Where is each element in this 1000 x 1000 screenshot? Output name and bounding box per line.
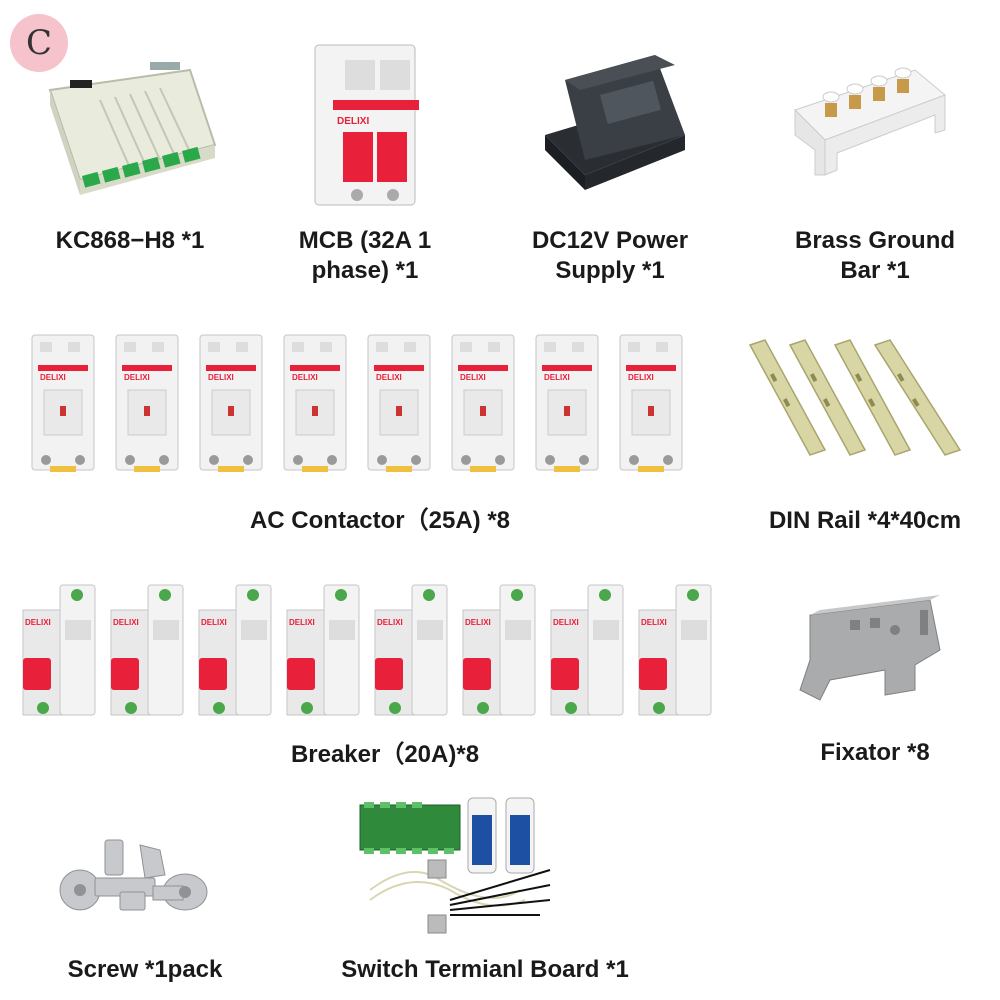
breaker-icon: DELIXI bbox=[198, 584, 272, 716]
fixator-image bbox=[790, 590, 950, 710]
breaker-unit: DELIXI bbox=[631, 580, 715, 725]
power-supply-icon bbox=[545, 55, 685, 190]
svg-text:DELIXI: DELIXI bbox=[113, 618, 139, 627]
ground-bar-label: Brass Ground Bar *1 bbox=[794, 227, 956, 284]
switch-terminal-board-image bbox=[350, 790, 570, 940]
svg-text:DELIXI: DELIXI bbox=[208, 373, 234, 382]
breaker-label: Breaker（20A)*8 bbox=[290, 741, 480, 768]
ac-contactor-unit: DELIXI bbox=[442, 330, 522, 475]
ac-contactor-unit: DELIXI bbox=[190, 330, 270, 475]
mcb-image: DELIXI bbox=[305, 40, 425, 210]
ac-contactor-icon: DELIXI bbox=[31, 334, 95, 472]
ac-contactor-unit: DELIXI bbox=[610, 330, 690, 475]
breaker-unit: DELIXI bbox=[543, 580, 627, 725]
svg-text:DELIXI: DELIXI bbox=[465, 618, 491, 627]
ground-bar-icon bbox=[794, 67, 946, 176]
ac-contactor-unit: DELIXI bbox=[274, 330, 354, 475]
category-badge: C bbox=[10, 14, 68, 72]
svg-text:DELIXI: DELIXI bbox=[544, 373, 570, 382]
switch-terminal-board-label: Switch Termianl Board *1 bbox=[341, 956, 629, 983]
fixator-label: Fixator *8 bbox=[820, 739, 930, 766]
svg-text:DELIXI: DELIXI bbox=[553, 618, 579, 627]
controller-image bbox=[30, 50, 220, 200]
ac-contactor-icon: DELIXI bbox=[619, 334, 683, 472]
ac-contactor-group: DELIXI DELIXI DELIXI DELIXI DELIXI DELIXI DELI… bbox=[22, 330, 722, 480]
ac-contactor-icon: DELIXI bbox=[367, 334, 431, 472]
power-supply-label: DC12V Power Supply *1 bbox=[531, 227, 689, 284]
breaker-icon: DELIXI bbox=[22, 584, 96, 716]
ac-contactor-icon: DELIXI bbox=[451, 334, 515, 472]
breaker-icon: DELIXI bbox=[374, 584, 448, 716]
svg-text:DELIXI: DELIXI bbox=[124, 373, 150, 382]
svg-text:DELIXI: DELIXI bbox=[40, 373, 66, 382]
ac-contactor-label: AC Contactor（25A) *8 bbox=[249, 507, 511, 534]
breaker-icon: DELIXI bbox=[550, 584, 624, 716]
ac-contactor-icon: DELIXI bbox=[115, 334, 179, 472]
screw-icon bbox=[59, 839, 208, 911]
switch-terminal-board-icon bbox=[359, 797, 551, 934]
ac-contactor-icon: DELIXI bbox=[535, 334, 599, 472]
ground-bar-image bbox=[785, 55, 955, 185]
power-supply-image bbox=[535, 45, 695, 195]
screw-label: Screw *1pack bbox=[67, 956, 223, 983]
controller-label: KC868−H8 *1 bbox=[55, 227, 205, 254]
svg-text:DELIXI: DELIXI bbox=[289, 618, 315, 627]
breaker-unit: DELIXI bbox=[367, 580, 451, 725]
breaker-unit: DELIXI bbox=[455, 580, 539, 725]
svg-text:DELIXI: DELIXI bbox=[292, 373, 318, 382]
ac-contactor-icon: DELIXI bbox=[283, 334, 347, 472]
fixator-icon bbox=[799, 595, 941, 701]
din-rail-label: DIN Rail *4*40cm bbox=[768, 507, 962, 534]
svg-text:DELIXI: DELIXI bbox=[201, 618, 227, 627]
ac-contactor-unit: DELIXI bbox=[526, 330, 606, 475]
ac-contactor-unit: DELIXI bbox=[22, 330, 102, 475]
svg-text:DELIXI: DELIXI bbox=[376, 373, 402, 382]
breaker-unit: DELIXI bbox=[191, 580, 275, 725]
breaker-unit: DELIXI bbox=[103, 580, 187, 725]
breaker-group: DELIXI DELIXI DELIXI DELIXI DELIXI DELIXI DELI… bbox=[15, 580, 735, 730]
svg-text:DELIXI: DELIXI bbox=[628, 373, 654, 382]
breaker-unit: DELIXI bbox=[15, 580, 99, 725]
mcb-icon: DELIXI bbox=[314, 44, 419, 206]
breaker-icon: DELIXI bbox=[110, 584, 184, 716]
breaker-unit: DELIXI bbox=[279, 580, 363, 725]
screw-image bbox=[45, 820, 225, 920]
svg-text:DELIXI: DELIXI bbox=[377, 618, 403, 627]
breaker-icon: DELIXI bbox=[462, 584, 536, 716]
ac-contactor-icon: DELIXI bbox=[199, 334, 263, 472]
controller-icon bbox=[48, 62, 217, 195]
breaker-icon: DELIXI bbox=[638, 584, 712, 716]
din-rail-image bbox=[745, 335, 975, 465]
svg-text:DELIXI: DELIXI bbox=[337, 116, 369, 127]
din-rail-icon bbox=[748, 339, 962, 456]
svg-text:DELIXI: DELIXI bbox=[460, 373, 486, 382]
svg-text:DELIXI: DELIXI bbox=[641, 618, 667, 627]
ac-contactor-unit: DELIXI bbox=[106, 330, 186, 475]
mcb-label: MCB (32A 1 phase) *1 bbox=[298, 227, 432, 284]
breaker-icon: DELIXI bbox=[286, 584, 360, 716]
svg-text:DELIXI: DELIXI bbox=[25, 618, 51, 627]
ac-contactor-unit: DELIXI bbox=[358, 330, 438, 475]
